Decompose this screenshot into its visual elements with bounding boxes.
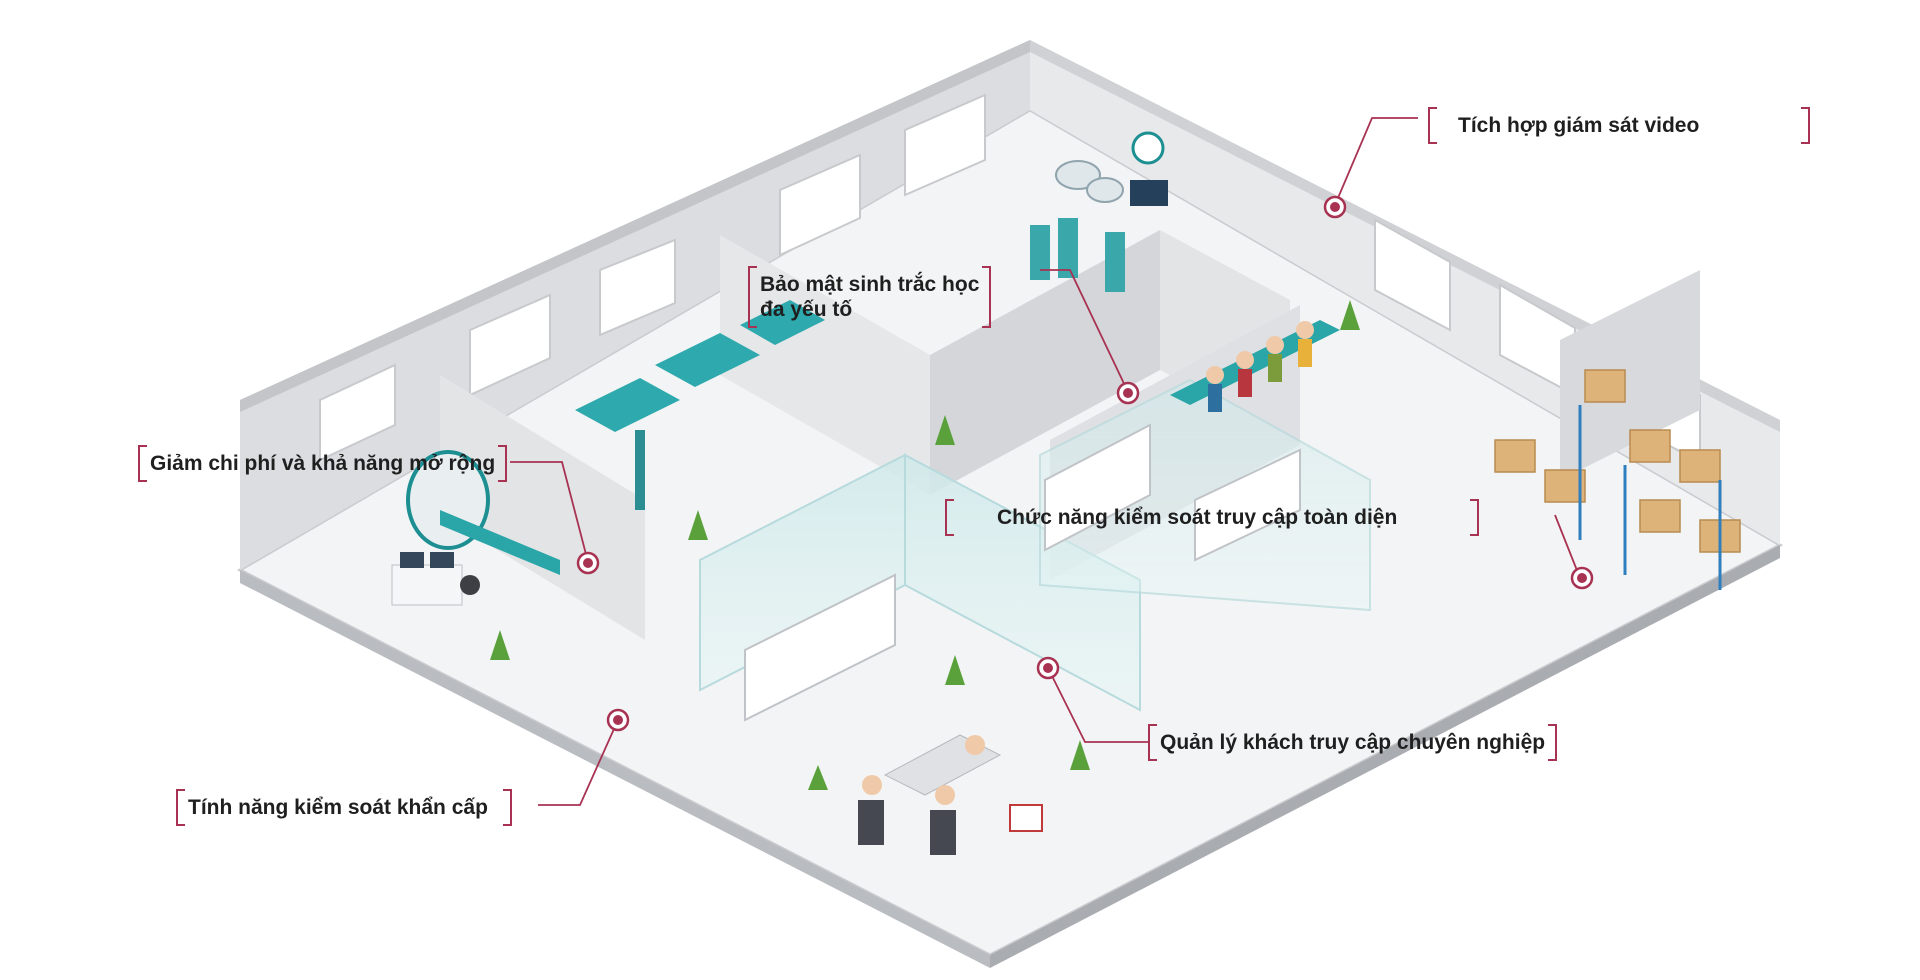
left-wall-windows	[319, 93, 986, 462]
bracket-right	[1548, 724, 1558, 761]
access-control-marker[interactable]	[1570, 566, 1594, 590]
callout-access-text: Chức năng kiểm soát truy cập toàn diện	[997, 506, 1398, 529]
callout-biometric-line2: đa yếu tố	[760, 298, 853, 321]
bracket-left	[1428, 107, 1437, 144]
ward-beds	[575, 300, 825, 510]
glass-rooms	[699, 378, 1371, 712]
callout-cost-scalability: Giảm chi phí và khả năng mở rộng	[138, 445, 508, 482]
office-desk	[858, 734, 1043, 855]
mri-scanner	[391, 450, 560, 606]
visitor-marker[interactable]	[1036, 656, 1060, 680]
callout-video-surveillance: Tích hợp giám sát video	[1428, 107, 1810, 144]
bracket-right	[1801, 107, 1810, 144]
callout-visitor-text: Quản lý khách truy cập chuyên nghiệp	[1160, 731, 1546, 754]
callout-biometric-security: Bảo mật sinh trắc học đa yếu tố	[748, 266, 992, 328]
callout-video-text: Tích hợp giám sát video	[1458, 114, 1700, 137]
bracket-right	[982, 266, 992, 328]
pharmacy-shelves	[744, 423, 1301, 722]
callout-cost-text: Giảm chi phí và khả năng mở rộng	[150, 452, 496, 475]
callout-biometric-line1: Bảo mật sinh trắc học	[760, 273, 980, 296]
callout-emergency-control: Tính năng kiểm soát khẩn cấp	[176, 789, 512, 826]
bracket-left	[945, 499, 954, 536]
bracket-right	[498, 445, 508, 482]
bracket-right	[502, 789, 512, 826]
cost-marker[interactable]	[576, 551, 600, 575]
storage-shelves	[1494, 369, 1741, 590]
waiting-area	[1170, 320, 1340, 412]
callout-emergency-text: Tính năng kiểm soát khẩn cấp	[188, 796, 488, 819]
video-camera-marker[interactable]	[1323, 195, 1347, 219]
bracket-right	[1470, 499, 1480, 536]
callout-leader-lines	[510, 117, 1581, 806]
bracket-left	[138, 445, 147, 482]
callout-visitor-management: Quản lý khách truy cập chuyên nghiệp	[1148, 724, 1558, 761]
emergency-marker[interactable]	[606, 708, 630, 732]
potted-plants	[490, 300, 1360, 790]
operating-room	[1030, 131, 1168, 292]
bracket-left	[1148, 724, 1157, 761]
callout-access-control: Chức năng kiểm soát truy cập toàn diện	[945, 499, 1480, 536]
biometric-marker[interactable]	[1116, 381, 1140, 405]
bracket-left	[748, 266, 757, 328]
bracket-left	[176, 789, 185, 826]
